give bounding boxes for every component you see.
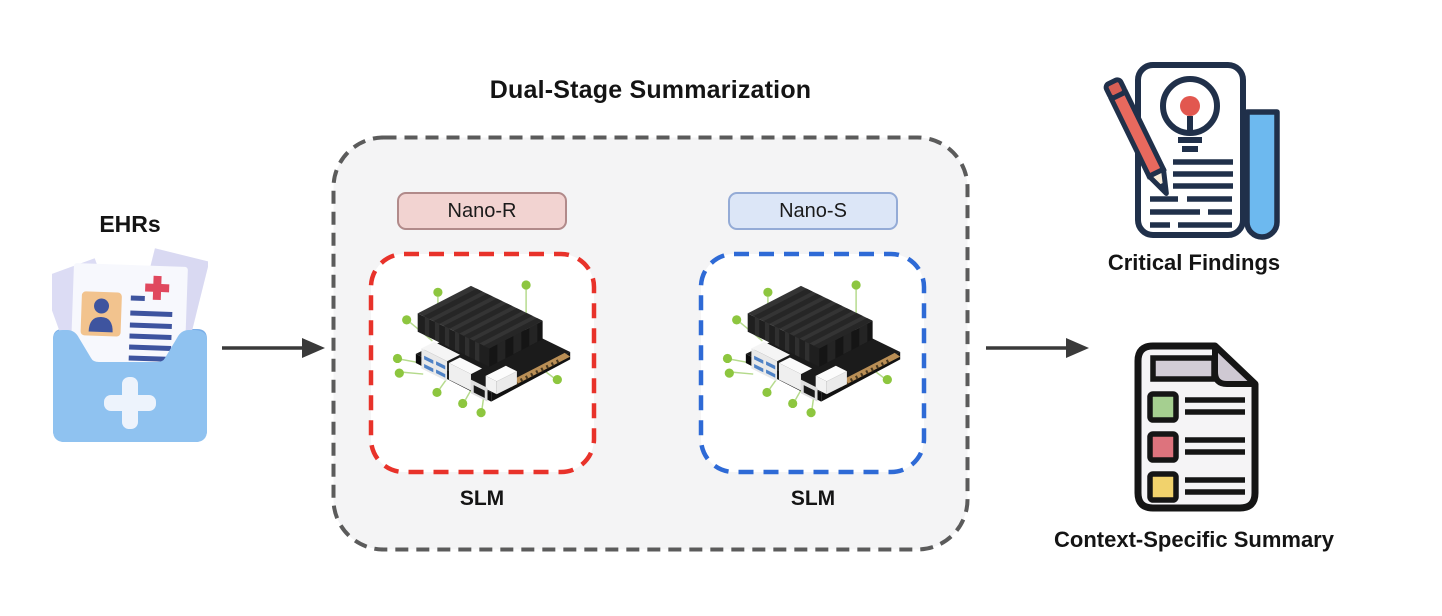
report-lightbulb-pencil-icon	[1103, 62, 1280, 240]
output-label-critical-findings: Critical Findings	[1107, 250, 1281, 275]
ehr-folder-icon	[52, 248, 208, 442]
device-label-slm-1: SLM	[459, 487, 505, 510]
output-label-context-specific-summary: Context-Specific Summary	[1054, 527, 1334, 552]
diagram-title: Dual-Stage Summarization	[489, 76, 812, 104]
device-label-slm-2: SLM	[790, 487, 836, 510]
input-label: EHRs	[99, 211, 161, 237]
stage-chip-nano-s: Nano-S	[728, 192, 898, 230]
stage-chip-label: Nano-S	[779, 199, 847, 222]
jetson-nano-board-icon	[388, 273, 576, 420]
arrow-input-to-stages	[222, 338, 325, 358]
stage-chip-nano-r: Nano-R	[397, 192, 567, 230]
arrow-stages-to-outputs	[986, 338, 1089, 358]
pencil-icon	[1103, 77, 1169, 196]
stage-chip-label: Nano-R	[447, 199, 517, 222]
jetson-nano-board-icon	[718, 273, 906, 420]
checklist-document-icon	[1134, 342, 1259, 512]
